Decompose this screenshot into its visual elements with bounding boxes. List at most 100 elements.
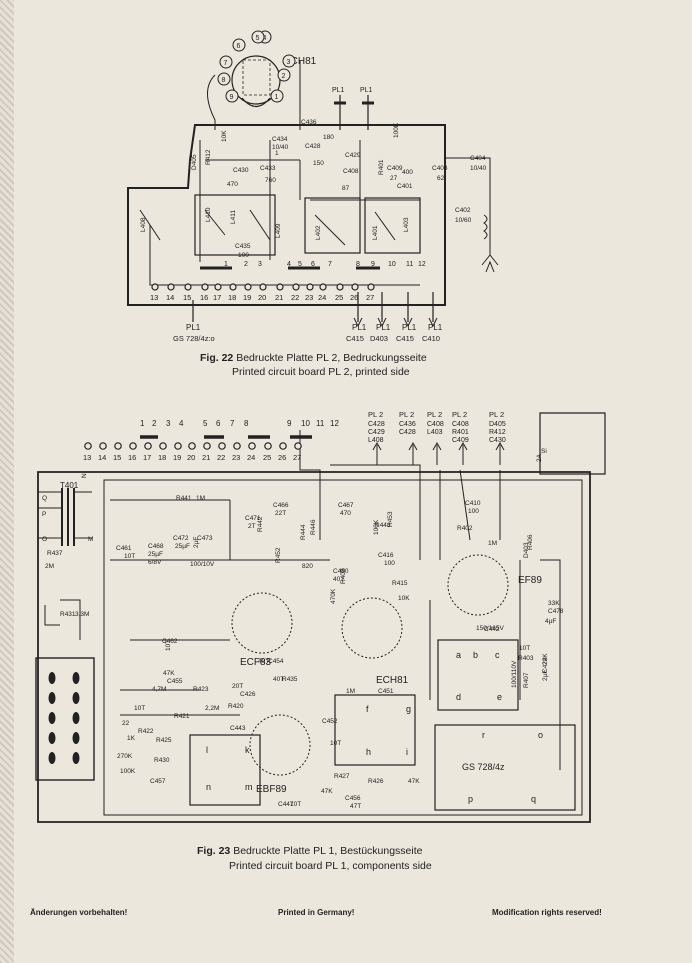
fig22-pad-number: 18: [228, 293, 236, 302]
fig23-pad-letter: h: [366, 747, 371, 757]
fig23-component-label: R453: [387, 511, 394, 527]
fig22-pad-number: 27: [366, 293, 374, 302]
fig22-component-label: C434: [272, 136, 288, 143]
fig23-component-label: C443: [230, 725, 246, 732]
fig23-component-label: 270K: [117, 753, 133, 760]
fig22-component-label: C428: [305, 143, 321, 150]
fig23-component-label: C472: [173, 535, 189, 542]
fig22-component-label: 10/40: [470, 165, 487, 172]
fig23-component-label: 33K: [548, 600, 560, 607]
fig22-pad-number: 4: [287, 261, 291, 268]
fig22-pad-number: 10: [388, 261, 396, 268]
fig22-component-label: 10/60: [455, 217, 472, 224]
fig22-tube-pin: [219, 55, 233, 69]
fig22-pad: [276, 283, 284, 291]
fig23-component-label: R427: [334, 773, 350, 780]
fig23-pad-number: 10: [301, 419, 310, 428]
fig22-pad-number: 2: [244, 261, 248, 268]
fig23-component-label: 40T: [273, 676, 284, 683]
fig22-component-label: 10/40: [272, 144, 289, 151]
fig23-component-label: 100K: [373, 519, 380, 535]
fig23-component-label: C452: [322, 718, 338, 725]
fig23-pad-letter: f: [366, 704, 369, 714]
fig23-pad-number: 17: [143, 453, 151, 462]
fig22-pad-number: 21: [275, 293, 283, 302]
fig23-connector-item: D405: [489, 421, 506, 428]
fig22-pad-number: 15: [183, 293, 191, 302]
fig22-tube-pin-label: 6: [237, 43, 241, 50]
fig23-connector-head: PL 2: [489, 410, 504, 419]
fig23-component-label: R437: [47, 550, 63, 557]
fig23-component-label: 10K: [398, 595, 410, 602]
fig22-connector-label: PL1: [186, 323, 201, 332]
fig23-pad-number: 11: [316, 419, 325, 428]
fig23-pad-letter: a: [456, 650, 461, 660]
fig23-component-label: R430: [154, 757, 170, 764]
fig22-tube-pin: [217, 72, 231, 86]
fig23-caption-english: Printed circuit board PL 1, components s…: [229, 860, 432, 872]
fig23-pad-letter: l: [206, 745, 208, 755]
fig23-component-label: 10T: [290, 801, 301, 808]
fig23-component-label: M: [88, 536, 93, 543]
fig22-pad: [367, 283, 375, 291]
fig23-component-label: C467: [338, 502, 354, 509]
fig23-pad-number: 27: [293, 453, 301, 462]
fig23-component-label: 22: [122, 720, 130, 727]
fig23-component-label: N: [81, 473, 88, 478]
fig23-component-label: 100/110V: [511, 660, 518, 688]
fig22-connector-label: PL1: [376, 323, 391, 332]
fig23-component-label: 820: [302, 563, 313, 570]
fig23-pad-letter: q: [531, 794, 536, 804]
fig23-switch-contact: [72, 752, 80, 764]
fig22-component-label: 100: [238, 252, 249, 259]
fig22-pad: [201, 283, 209, 291]
fig22-connector-target: C415: [346, 334, 364, 343]
fig22-tube-pin: [232, 38, 246, 52]
fig23-component-label: C456: [345, 795, 361, 802]
fig23-component-label: 2µF: [193, 537, 200, 548]
fig22-component-label: C433: [260, 165, 276, 172]
fig23-component-label: 470K: [330, 588, 337, 604]
fig23-component-label: 10T: [519, 645, 530, 652]
fig23-component-label: 2,2M: [205, 705, 219, 712]
fig23-component-label: 2A: [536, 453, 543, 462]
fig23-connector-head: PL 2: [452, 410, 467, 419]
fig23-component-label: R408: [340, 568, 347, 584]
fig22-component-label: C402: [455, 207, 471, 214]
fig23-connector-item: C428: [399, 429, 416, 436]
fig22-caption-german: Bedruckte Platte PL 2, Bedruckungsseite: [236, 352, 427, 364]
fig23-component-label: C424: [542, 657, 549, 673]
fig22-pad-number: 12: [418, 261, 426, 268]
fig22-pad-number: 9: [371, 261, 375, 268]
fig23-pad-letter: r: [482, 730, 485, 740]
fig23-component-label: 4µF: [545, 618, 556, 625]
fig23-switch-contact: [48, 672, 56, 684]
fig23-connector-head: PL 2: [368, 410, 383, 419]
fig23-pad: [218, 442, 226, 450]
fig22-component-label: C430: [233, 167, 249, 174]
fig23-pad-number: 19: [173, 453, 181, 462]
fig22-pad-number: 19: [243, 293, 251, 302]
fig22-tube-pin-label: 1: [275, 94, 279, 101]
fig23-pad-number: 7: [230, 419, 235, 428]
fig23-component-label: D403: [523, 542, 530, 558]
fig22-component-label: C409: [387, 165, 403, 172]
fig23-pad-number: 3: [166, 419, 171, 428]
fig22-pad: [167, 283, 175, 291]
fig23-pad-number: 12: [330, 419, 339, 428]
fig22-pad-number: 6: [311, 261, 315, 268]
fig23-connector-head: PL 2: [427, 410, 442, 419]
fig23-component-label: C454: [268, 658, 284, 665]
fig23-pad-number: 20: [187, 453, 195, 462]
fig22-pad: [184, 283, 192, 291]
fig22-pad: [244, 283, 252, 291]
fig23-component-label: 2M: [45, 563, 54, 570]
fig23-component-label: Q: [42, 495, 47, 502]
fig23-component-label: R435: [282, 676, 298, 683]
fig23-pad-letter: c: [495, 650, 500, 660]
fig23-component-label: C450: [333, 568, 349, 575]
fig22-component-label: 150: [313, 160, 324, 167]
fig22-pad: [259, 283, 267, 291]
fig23-component-label: C473: [197, 535, 213, 542]
fig23-component-label: R406: [527, 534, 534, 550]
